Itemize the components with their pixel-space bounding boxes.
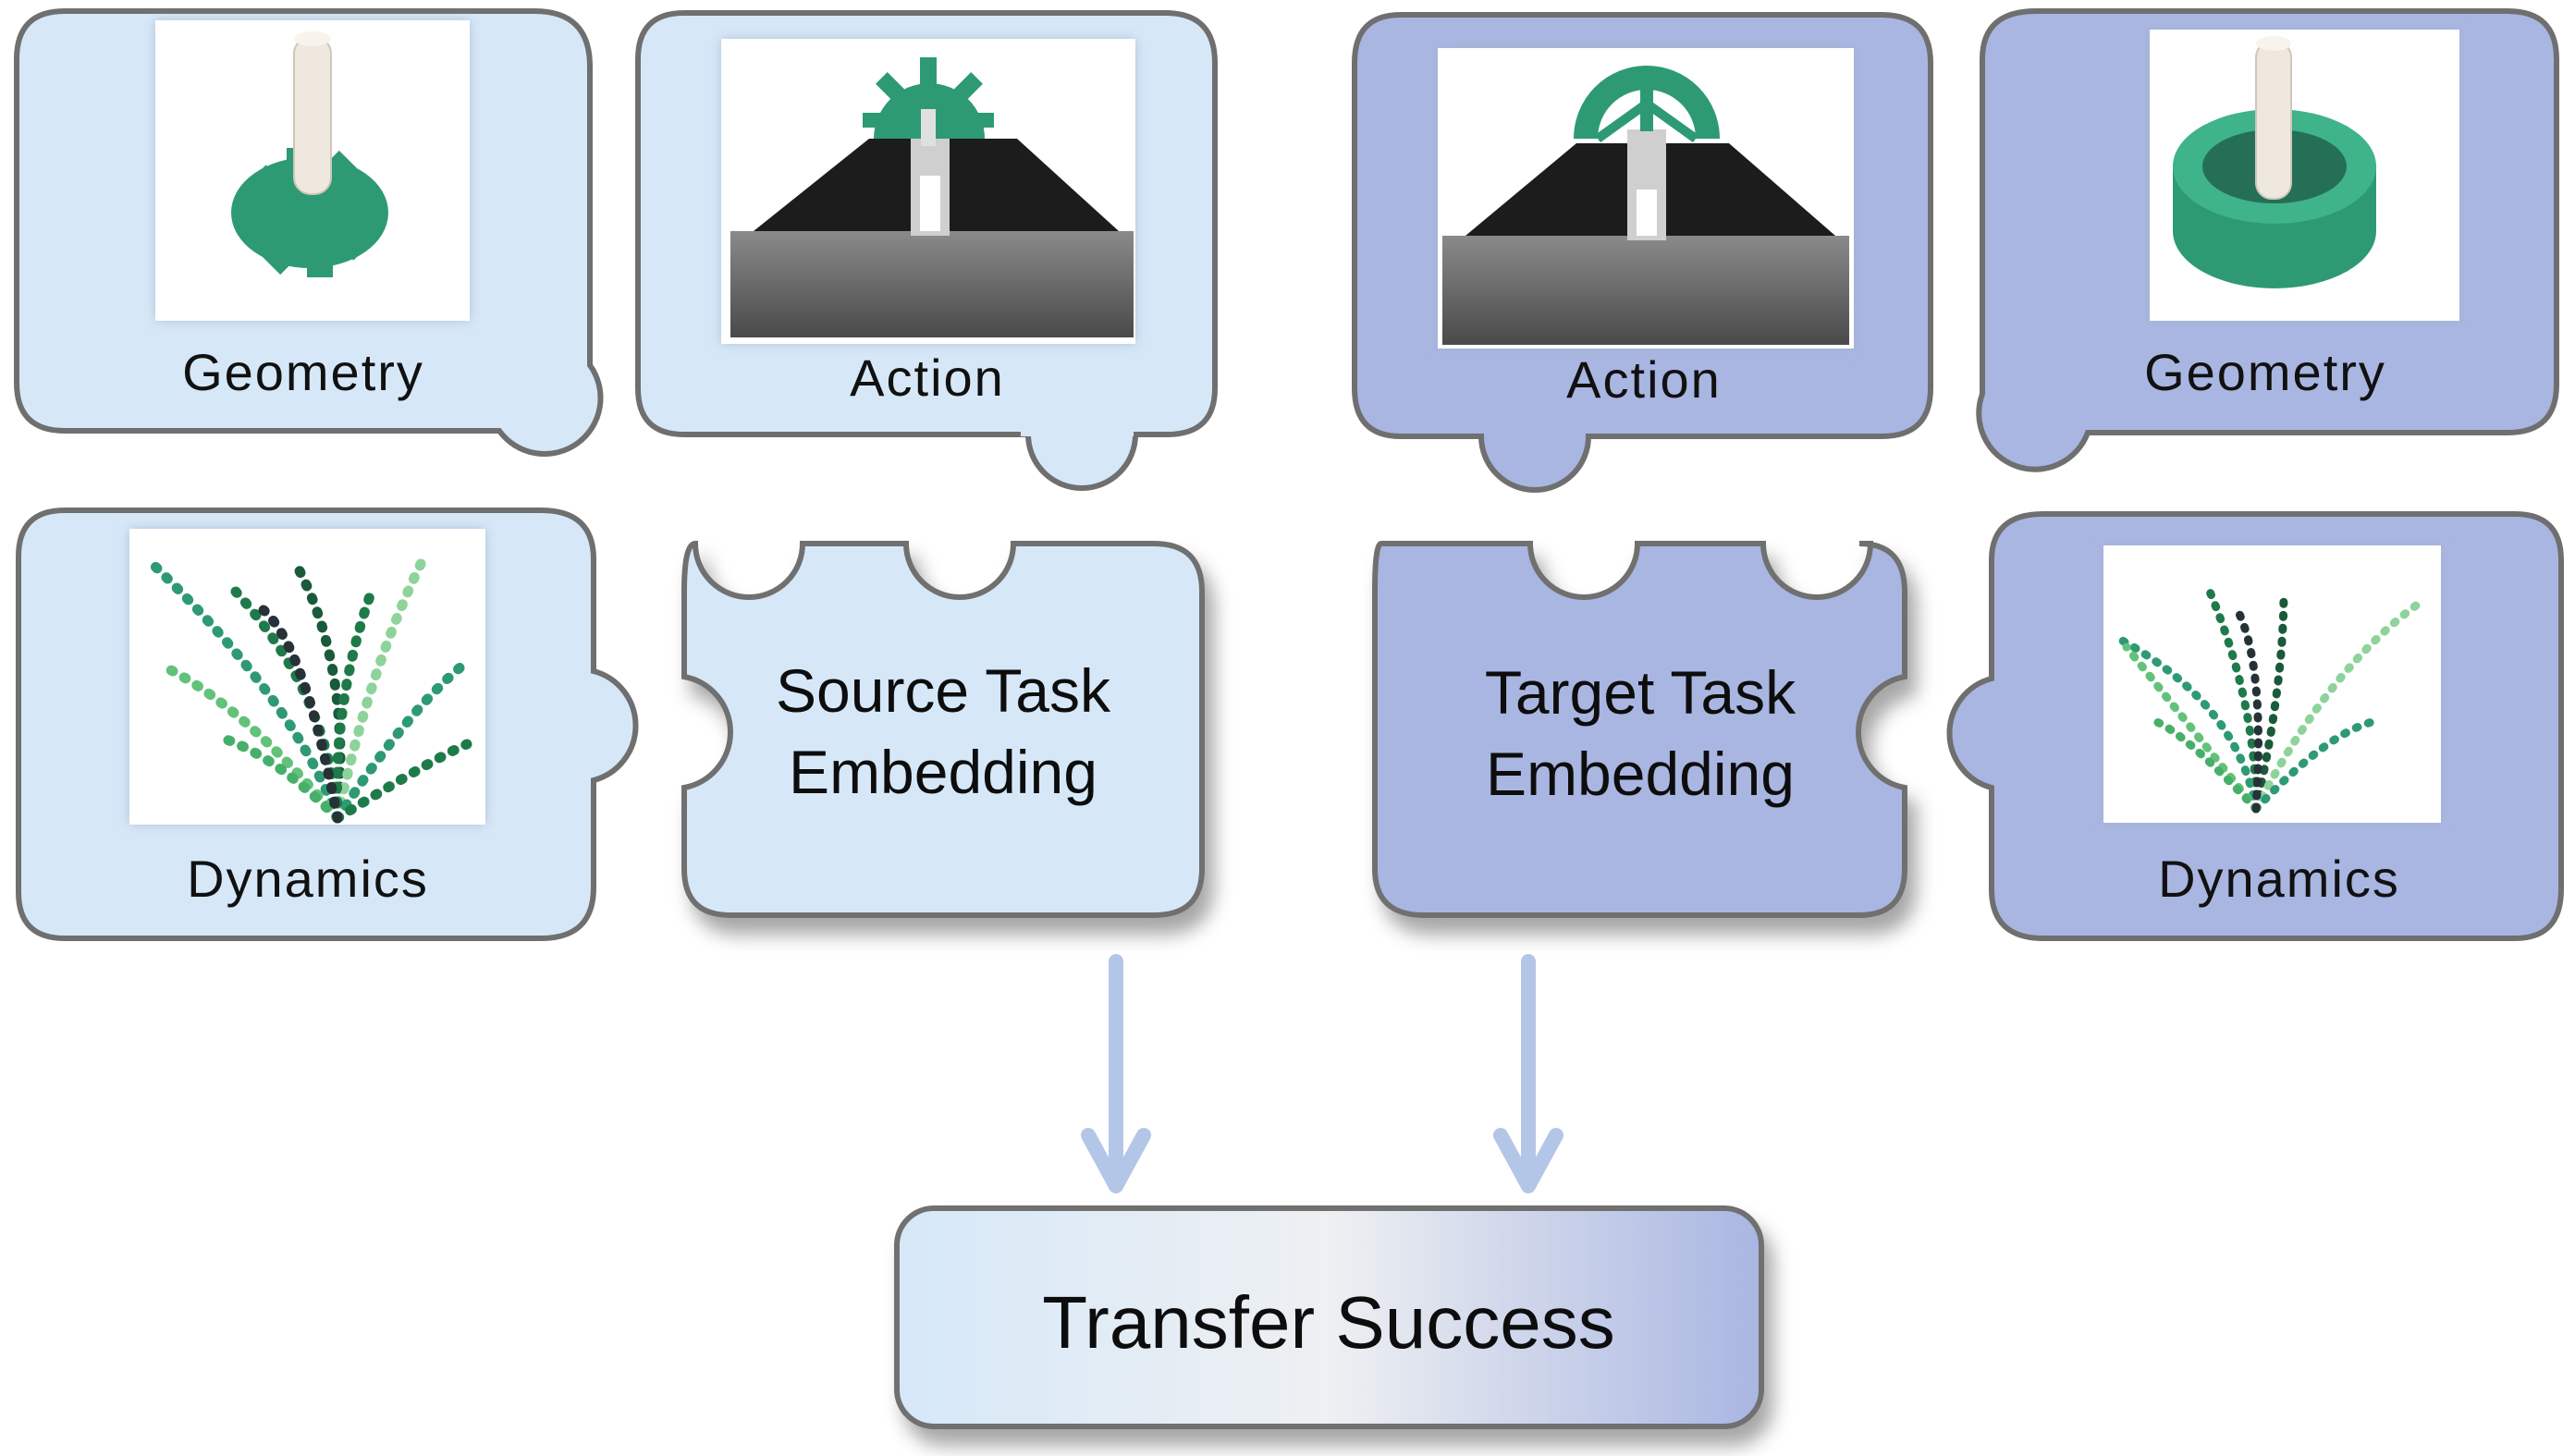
trajectory-burst-icon [2113, 587, 2427, 814]
transfer-success-box: Transfer Success [894, 1205, 1764, 1429]
source-dynamics-label: Dynamics [187, 850, 429, 908]
source-embedding-line1: Source Task [776, 656, 1111, 725]
source-action-piece: Action [635, 10, 1218, 491]
source-embedding-piece: Source Task Embedding [681, 540, 1205, 918]
target-embedding-line1: Target Task [1485, 658, 1796, 727]
robot-wheel-on-peg-icon [1442, 66, 1849, 345]
target-geometry-piece: Geometry [1976, 8, 2559, 472]
target-geometry-label: Geometry [2144, 343, 2386, 401]
source-geometry-piece: Geometry [14, 8, 604, 458]
source-action-label: Action [850, 349, 1005, 407]
ring-peg-icon [2173, 36, 2376, 288]
source-dynamics-piece: Dynamics [16, 508, 639, 941]
target-action-piece: Action [1352, 12, 1933, 493]
target-action-label: Action [1566, 350, 1722, 409]
gear-peg-icon [231, 31, 388, 277]
robot-gear-on-peg-icon [730, 57, 1134, 337]
target-embedding-line2: Embedding [1486, 740, 1795, 808]
target-dynamics-piece: Dynamics [1946, 511, 2564, 941]
source-geometry-label: Geometry [182, 343, 424, 401]
target-embedding-piece: Target Task Embedding [1372, 541, 1907, 918]
target-dynamics-label: Dynamics [2158, 850, 2400, 908]
source-arrow [1081, 954, 1151, 1193]
source-embedding-line2: Embedding [789, 738, 1097, 806]
trajectory-burst-icon [147, 549, 472, 824]
target-arrow [1493, 954, 1563, 1193]
transfer-success-label: Transfer Success [1042, 1281, 1614, 1364]
